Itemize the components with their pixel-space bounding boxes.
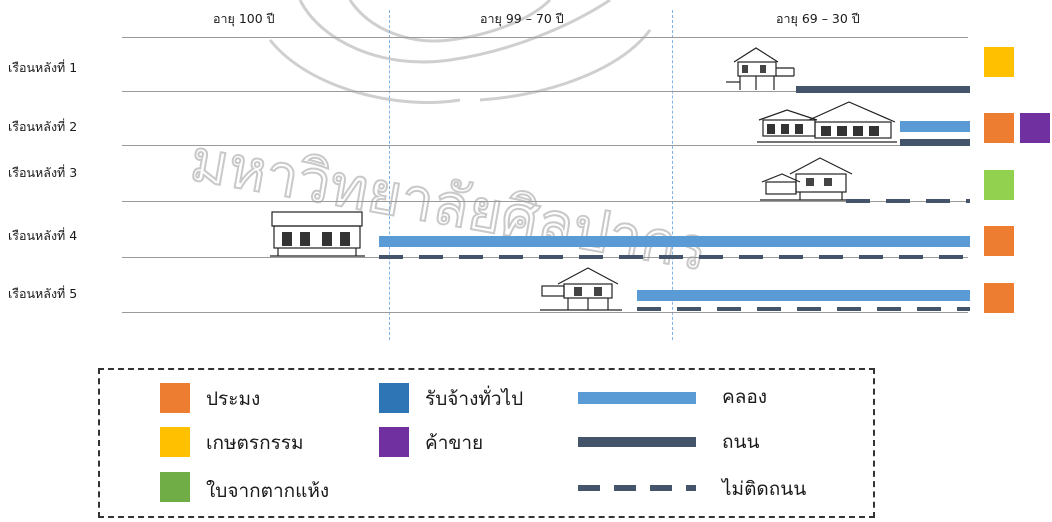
house-5-sketch: [540, 266, 622, 312]
row-5-fishing-swatch: [984, 283, 1014, 313]
period-divider-1: [389, 10, 390, 340]
period-divider-2: [672, 10, 673, 340]
row-4-canal-bar: [379, 236, 970, 247]
column-header-age-100: อายุ 100 ปี: [213, 11, 275, 26]
row-2-fishing-swatch: [984, 113, 1014, 143]
row-2-trade-swatch: [1020, 113, 1050, 143]
house-3-sketch: [760, 156, 855, 202]
row-2-baseline: [122, 145, 968, 146]
legend-road-line: [578, 437, 696, 447]
house-1-sketch: [726, 44, 796, 92]
column-header-age-99-70: อายุ 99 – 70 ปี: [480, 11, 564, 26]
row-4-fishing-swatch: [984, 226, 1014, 256]
legend-canal-line: [578, 392, 696, 404]
legend-trade-swatch: [379, 427, 409, 457]
row-5-no-road-line: [637, 307, 970, 311]
row-2-canal-bar: [900, 121, 970, 132]
column-header-age-69-30: อายุ 69 – 30 ปี: [776, 11, 860, 26]
legend-general-labor-label: รับจ้างทั่วไป: [425, 388, 524, 410]
legend-agriculture-label: เกษตรกรรม: [206, 432, 304, 454]
legend-dried-leaves-label: ใบจากตากแห้ง: [206, 480, 330, 502]
row-1-road-bar: [796, 86, 970, 93]
row-3-no-road-line: [846, 199, 970, 203]
row-2-road-bar: [900, 139, 970, 146]
legend-dried-leaves-swatch: [160, 472, 190, 502]
legend-no-road-line: [578, 485, 696, 491]
legend: [98, 368, 875, 518]
legend-general-labor-swatch: [379, 383, 409, 413]
legend-fishing-swatch: [160, 383, 190, 413]
row-1-baseline: [122, 91, 968, 92]
legend-trade-label: ค้าขาย: [425, 432, 484, 454]
row-label-house-5: เรือนหลังที่ 5: [8, 286, 78, 301]
watermark-text: มหาวิทยาลัยศิลปากร: [185, 126, 713, 284]
row-label-house-1: เรือนหลังที่ 1: [8, 60, 78, 75]
legend-agriculture-swatch: [160, 427, 190, 457]
row-5-baseline: [122, 312, 968, 313]
row-3-dried-leaves-swatch: [984, 170, 1014, 200]
row-label-house-2: เรือนหลังที่ 2: [8, 119, 78, 134]
row-3-baseline: [122, 201, 968, 202]
university-watermark: มหาวิทยาลัยศิลปากร: [184, 0, 714, 285]
legend-fishing-label: ประมง: [206, 388, 261, 410]
legend-no-road-label: ไม่ติดถนน: [722, 478, 807, 500]
row-4-no-road-line: [379, 255, 970, 259]
row-1-agriculture-swatch: [984, 47, 1014, 77]
house-2-sketch: [757, 100, 897, 146]
row-5-canal-bar: [637, 290, 970, 301]
house-4-sketch: [270, 210, 365, 258]
legend-road-label: ถนน: [722, 431, 760, 453]
row-label-house-4: เรือนหลังที่ 4: [8, 228, 78, 243]
legend-canal-label: คลอง: [722, 386, 768, 408]
row-label-house-3: เรือนหลังที่ 3: [8, 165, 78, 180]
row-line-top: [122, 37, 968, 38]
